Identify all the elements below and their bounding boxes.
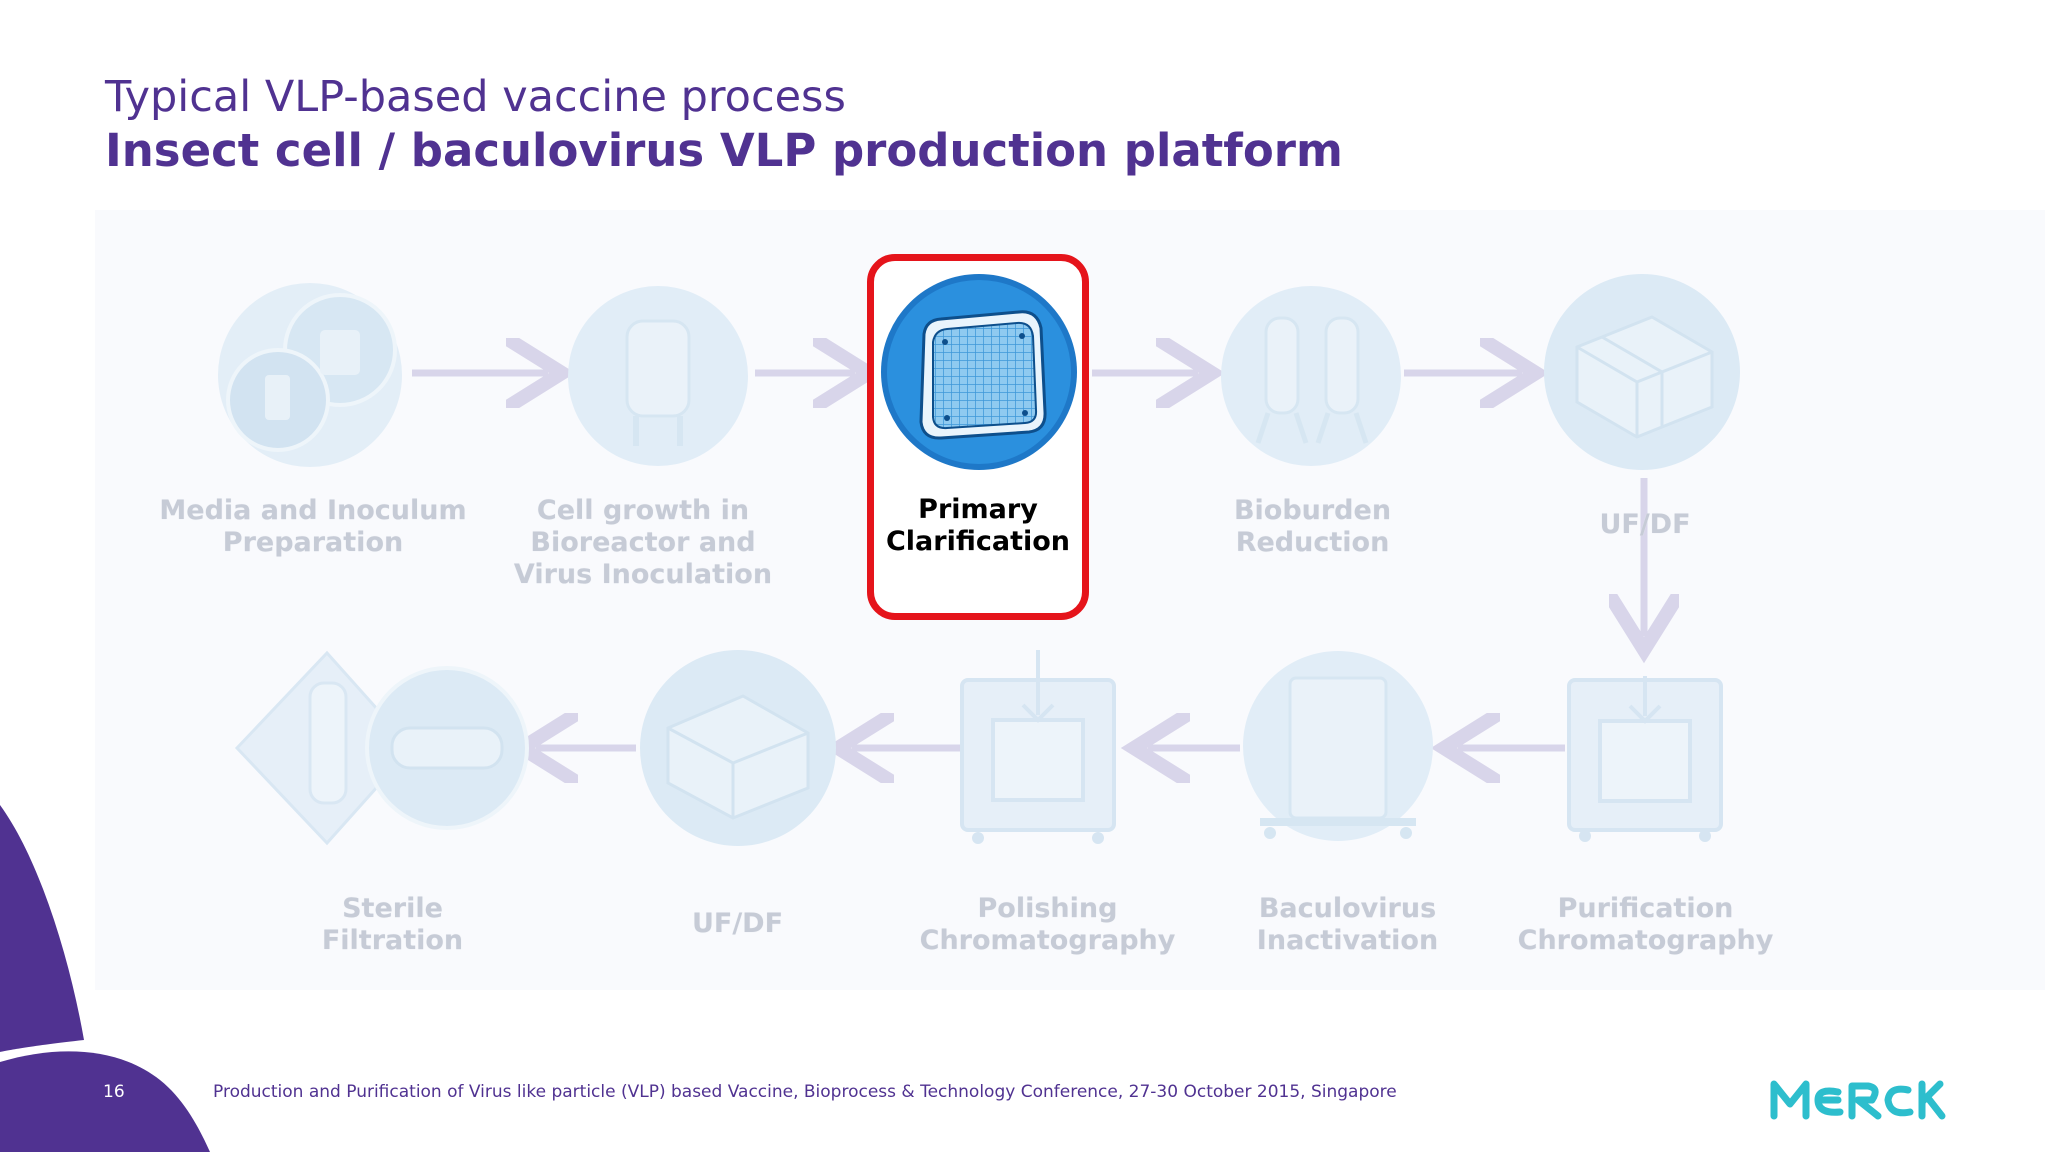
step-label-ufdf-2: UF/DF <box>691 908 784 939</box>
inactivation-tank-icon <box>1243 651 1433 841</box>
page-number: 16 <box>103 1082 125 1102</box>
step-label-cell-growth: Cell growth in Bioreactor and Virus Inoc… <box>513 495 773 590</box>
page-title: Typical VLP-based vaccine process <box>105 72 846 122</box>
step-label-purification-chromatography: Purification Chromatography <box>1517 893 1774 956</box>
step-label-ufdf-1: UF/DF <box>1599 509 1691 540</box>
step-label-sterile-filtration: Sterile Filtration <box>321 893 464 956</box>
media-preparation-icon <box>218 283 402 467</box>
step-label-baculovirus-inactivation: Baculovirus Inactivation <box>1256 893 1439 956</box>
ultrafiltration-cassette-icon <box>1544 274 1740 470</box>
bioreactor-icon <box>568 286 748 466</box>
chromatography-column-icon <box>1567 676 1723 842</box>
step-label-bioburden-reduction: Bioburden Reduction <box>1233 495 1392 558</box>
step-label-media-preparation: Media and Inoculum Preparation <box>159 495 467 558</box>
page-subtitle: Insect cell / baculovirus VLP production… <box>105 124 1343 177</box>
step-label-polishing-chromatography: Polishing Chromatography <box>919 893 1176 956</box>
filter-cartridge-icon <box>881 274 1077 470</box>
ultrafiltration-cassette-icon <box>640 650 836 846</box>
sterile-filter-icon <box>234 650 529 846</box>
footer-citation: Production and Purification of Virus lik… <box>213 1082 1397 1102</box>
chromatography-column-icon <box>960 650 1116 844</box>
step-label-primary-clarification: Primary Clarification <box>885 494 1071 557</box>
filter-capsules-icon <box>1221 286 1401 466</box>
merck-logo <box>1770 1080 1946 1120</box>
